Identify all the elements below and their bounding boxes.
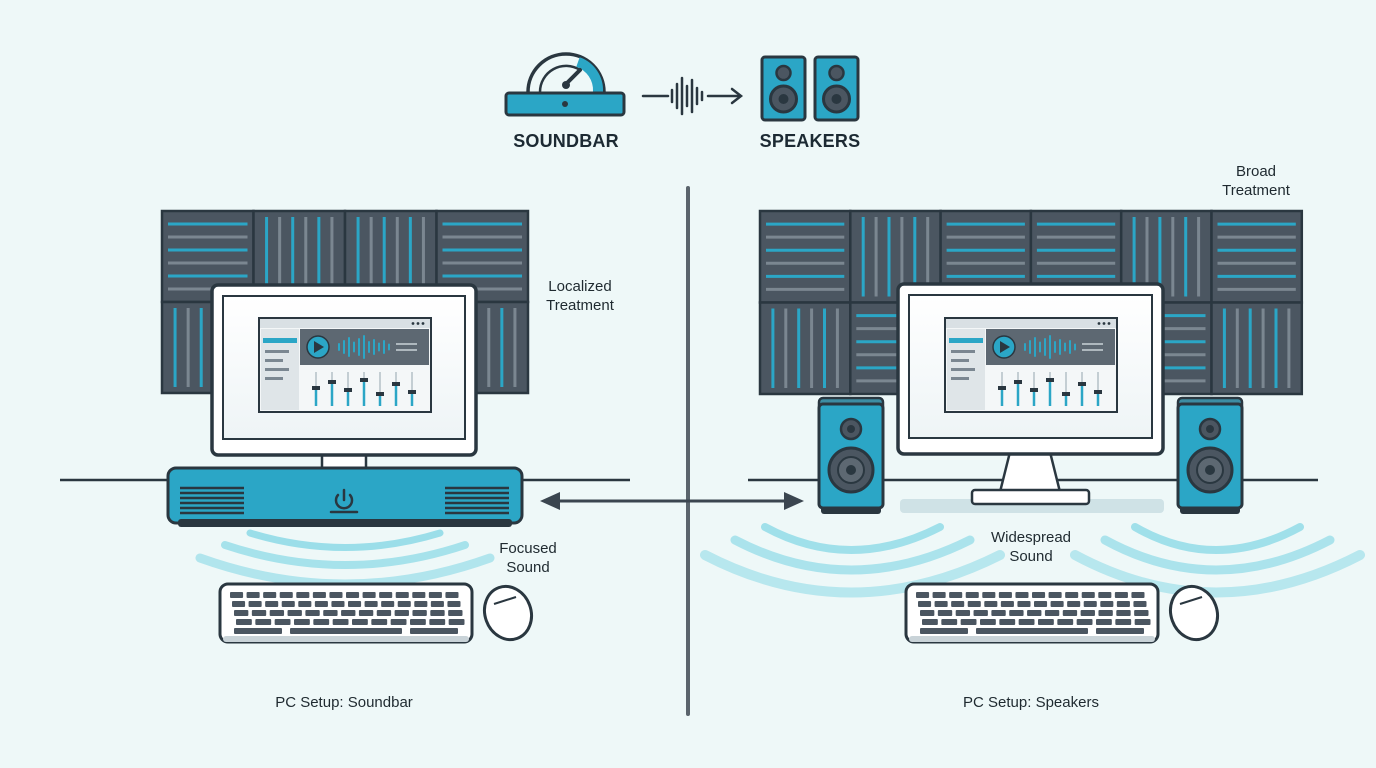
audio-app-window: [944, 317, 1118, 413]
widespread-sound-label: Widespread Sound: [971, 528, 1091, 566]
header-speakers-icon: [760, 55, 860, 122]
treatment-label-line: Treatment: [546, 297, 614, 314]
sound-label-line: Sound: [1009, 548, 1053, 565]
sound-label-line: Focused: [499, 540, 557, 557]
localized-treatment-label: Localized Treatment: [520, 277, 640, 315]
right-caption: PC Setup: Speakers: [963, 694, 1099, 711]
power-icon: [329, 488, 359, 514]
acoustic-panel: [1119, 209, 1213, 304]
acoustic-panel: [758, 209, 852, 304]
header-soundbar-icon: [504, 52, 626, 117]
sound-waves-left: [195, 529, 495, 589]
focused-sound-label: Focused Sound: [468, 539, 588, 577]
play-icon: [992, 335, 1016, 359]
keyboard: [904, 582, 1160, 644]
monitor-right: [896, 282, 1165, 506]
double-arrow-icon: [540, 492, 804, 510]
speaker-left: [817, 396, 885, 514]
acoustic-panel: [1210, 209, 1304, 304]
sound-label-line: Widespread: [990, 529, 1072, 546]
play-icon: [306, 335, 330, 359]
mouse: [1168, 584, 1220, 642]
speaker-right: [1176, 396, 1244, 514]
sound-waves-right: [700, 523, 1365, 598]
desk-shadow: [900, 499, 1164, 513]
soundbar-grille: [445, 486, 509, 515]
arrow-right-icon: [706, 87, 744, 105]
treatment-label-line: Broad: [1235, 163, 1277, 180]
soundbar-grille: [180, 486, 244, 515]
soundwave-icon: [641, 76, 704, 116]
soundbar-device: [166, 466, 524, 527]
mouse: [482, 584, 534, 642]
speaker-icon: [760, 55, 807, 122]
acoustic-panel: [1210, 301, 1304, 396]
sound-label-line: Sound: [506, 559, 550, 576]
treatment-label-line: Treatment: [1222, 182, 1290, 199]
keyboard: [218, 582, 474, 644]
acoustic-panel: [758, 301, 852, 396]
soundbar-title: SOUNDBAR: [513, 131, 619, 151]
speedometer-icon: [526, 52, 606, 93]
treatment-label-line: Localized: [548, 278, 612, 295]
audio-app-window: [258, 317, 432, 413]
speakers-title: SPEAKERS: [759, 131, 861, 151]
speaker-icon: [813, 55, 860, 122]
monitor-left: [210, 283, 478, 470]
left-caption: PC Setup: Soundbar: [275, 694, 413, 711]
broad-treatment-label: Broad Treatment: [1196, 162, 1316, 200]
